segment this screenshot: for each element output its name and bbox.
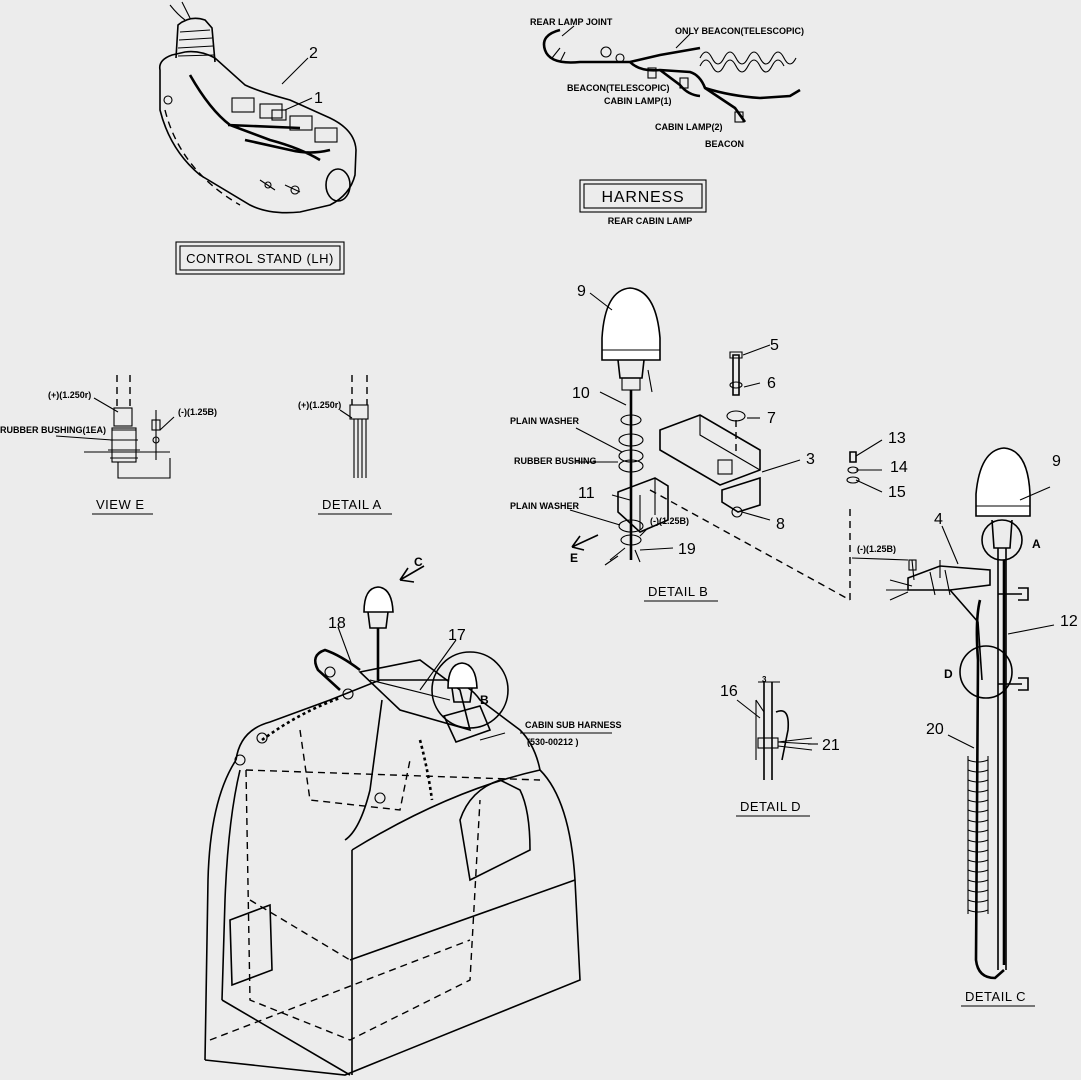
detail-d-drawing: 3 16 21 DETAIL D — [720, 675, 840, 817]
part-number-11: 11 — [578, 485, 595, 502]
view-e-title: VIEW E — [96, 497, 145, 512]
part-number-4: 4 — [934, 511, 943, 528]
part-number-14: 14 — [890, 459, 908, 476]
detail-c-minus-wire-label: (-)(1.25B) — [857, 544, 896, 554]
part-number-9-b: 9 — [577, 283, 586, 300]
detail-d-dimension: 3 — [762, 675, 767, 684]
detail-b-circle-letter: B — [480, 693, 489, 707]
control-stand-drawing: 2 1 — [158, 1, 357, 214]
part-number-16: 16 — [720, 683, 738, 700]
cabin-drawing: C 18 17 B CABIN SUB HARNESS (530-00212 ) — [204, 555, 622, 1076]
label-beacon-telescopic: BEACON(TELESCOPIC) — [567, 83, 670, 93]
part-number-9-c: 9 — [1052, 453, 1061, 470]
part-number-8: 8 — [776, 516, 785, 533]
detail-c-title: DETAIL C — [965, 989, 1026, 1004]
detail-a-title: DETAIL A — [322, 497, 382, 512]
part-number-3: 3 — [806, 451, 815, 468]
detail-a-drawing: (+)(1.250r) DETAIL A — [298, 375, 392, 515]
control-stand-title-text: CONTROL STAND (LH) — [186, 251, 334, 266]
part-number-10: 10 — [572, 385, 590, 402]
part-number-21: 21 — [822, 737, 840, 754]
harness-title: HARNESS REAR CABIN LAMP — [579, 179, 707, 226]
cabin-sub-harness-pn: (530-00212 ) — [527, 737, 579, 747]
part-number-12: 12 — [1060, 613, 1078, 630]
part-number-2: 2 — [309, 45, 318, 62]
view-c-arrow-letter: C — [414, 555, 423, 569]
part-number-13: 13 — [888, 430, 906, 447]
detail-d-circle-letter: D — [944, 667, 953, 681]
part-number-18: 18 — [328, 615, 346, 632]
part-number-6: 6 — [767, 375, 776, 392]
cabin-sub-harness-label: CABIN SUB HARNESS — [525, 720, 622, 730]
label-only-beacon: ONLY BEACON(TELESCOPIC) — [675, 26, 804, 36]
detail-a-circle-letter: A — [1032, 537, 1041, 551]
detail-b-drawing: E 9 10 11 19 5 6 7 3 8 PLAIN WASHER RUBB… — [510, 283, 851, 602]
detail-a-plus-wire-label: (+)(1.250r) — [298, 400, 341, 410]
detail-b-plain-washer-upper: PLAIN WASHER — [510, 416, 580, 426]
view-e-drawing: (+)(1.250r) RUBBER BUSHING(1EA) (-)(1.25… — [0, 375, 217, 515]
view-e-minus-wire-label: (-)(1.25B) — [178, 407, 217, 417]
part-number-15: 15 — [888, 484, 906, 501]
part-number-1: 1 — [314, 90, 323, 107]
part-number-7: 7 — [767, 410, 776, 427]
label-rear-lamp-joint: REAR LAMP JOINT — [530, 17, 613, 27]
part-number-19: 19 — [678, 541, 696, 558]
part-number-17: 17 — [448, 627, 466, 644]
harness-subtitle: REAR CABIN LAMP — [608, 216, 693, 226]
view-e-rubber-bushing-label: RUBBER BUSHING(1EA) — [0, 425, 106, 435]
label-beacon: BEACON — [705, 139, 744, 149]
control-stand-title: CONTROL STAND (LH) — [175, 241, 345, 275]
detail-d-title: DETAIL D — [740, 799, 801, 814]
harness-drawing: REAR LAMP JOINT ONLY BEACON(TELESCOPIC) … — [530, 17, 804, 149]
detail-b-minus-wire-label: (-)(1.25B) — [650, 516, 689, 526]
part-number-20: 20 — [926, 721, 944, 738]
label-cabin-lamp-1: CABIN LAMP(1) — [604, 96, 672, 106]
harness-title-text: HARNESS — [602, 189, 685, 206]
detail-b-title: DETAIL B — [648, 584, 708, 599]
detail-b-plain-washer-lower: PLAIN WASHER — [510, 501, 580, 511]
view-e-arrow-letter: E — [570, 551, 578, 565]
detail-c-drawing: 13 14 15 4 9 12 20 A D (-)(1.25B) DETAIL… — [846, 430, 1078, 1007]
label-cabin-lamp-2: CABIN LAMP(2) — [655, 122, 723, 132]
detail-b-rubber-bushing: RUBBER BUSHING — [514, 456, 597, 466]
part-number-5: 5 — [770, 337, 779, 354]
view-e-plus-wire-label: (+)(1.250r) — [48, 390, 91, 400]
